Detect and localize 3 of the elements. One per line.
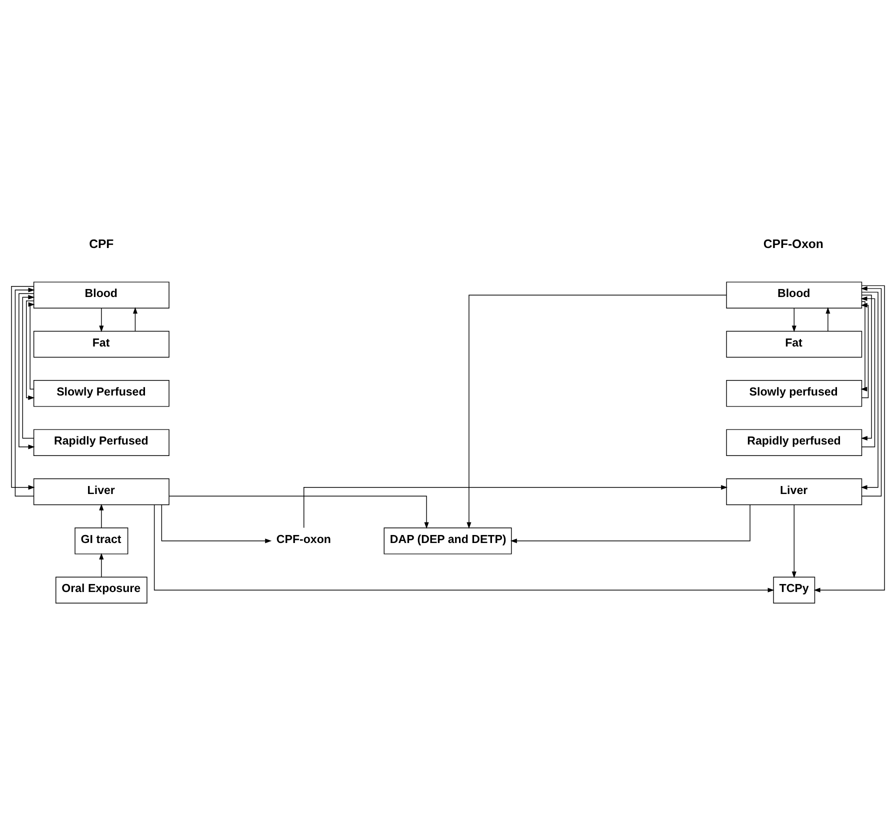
label: CPF-Oxon	[763, 236, 824, 251]
label: CPF	[89, 236, 114, 251]
node-text: CPF-oxon	[276, 533, 331, 546]
